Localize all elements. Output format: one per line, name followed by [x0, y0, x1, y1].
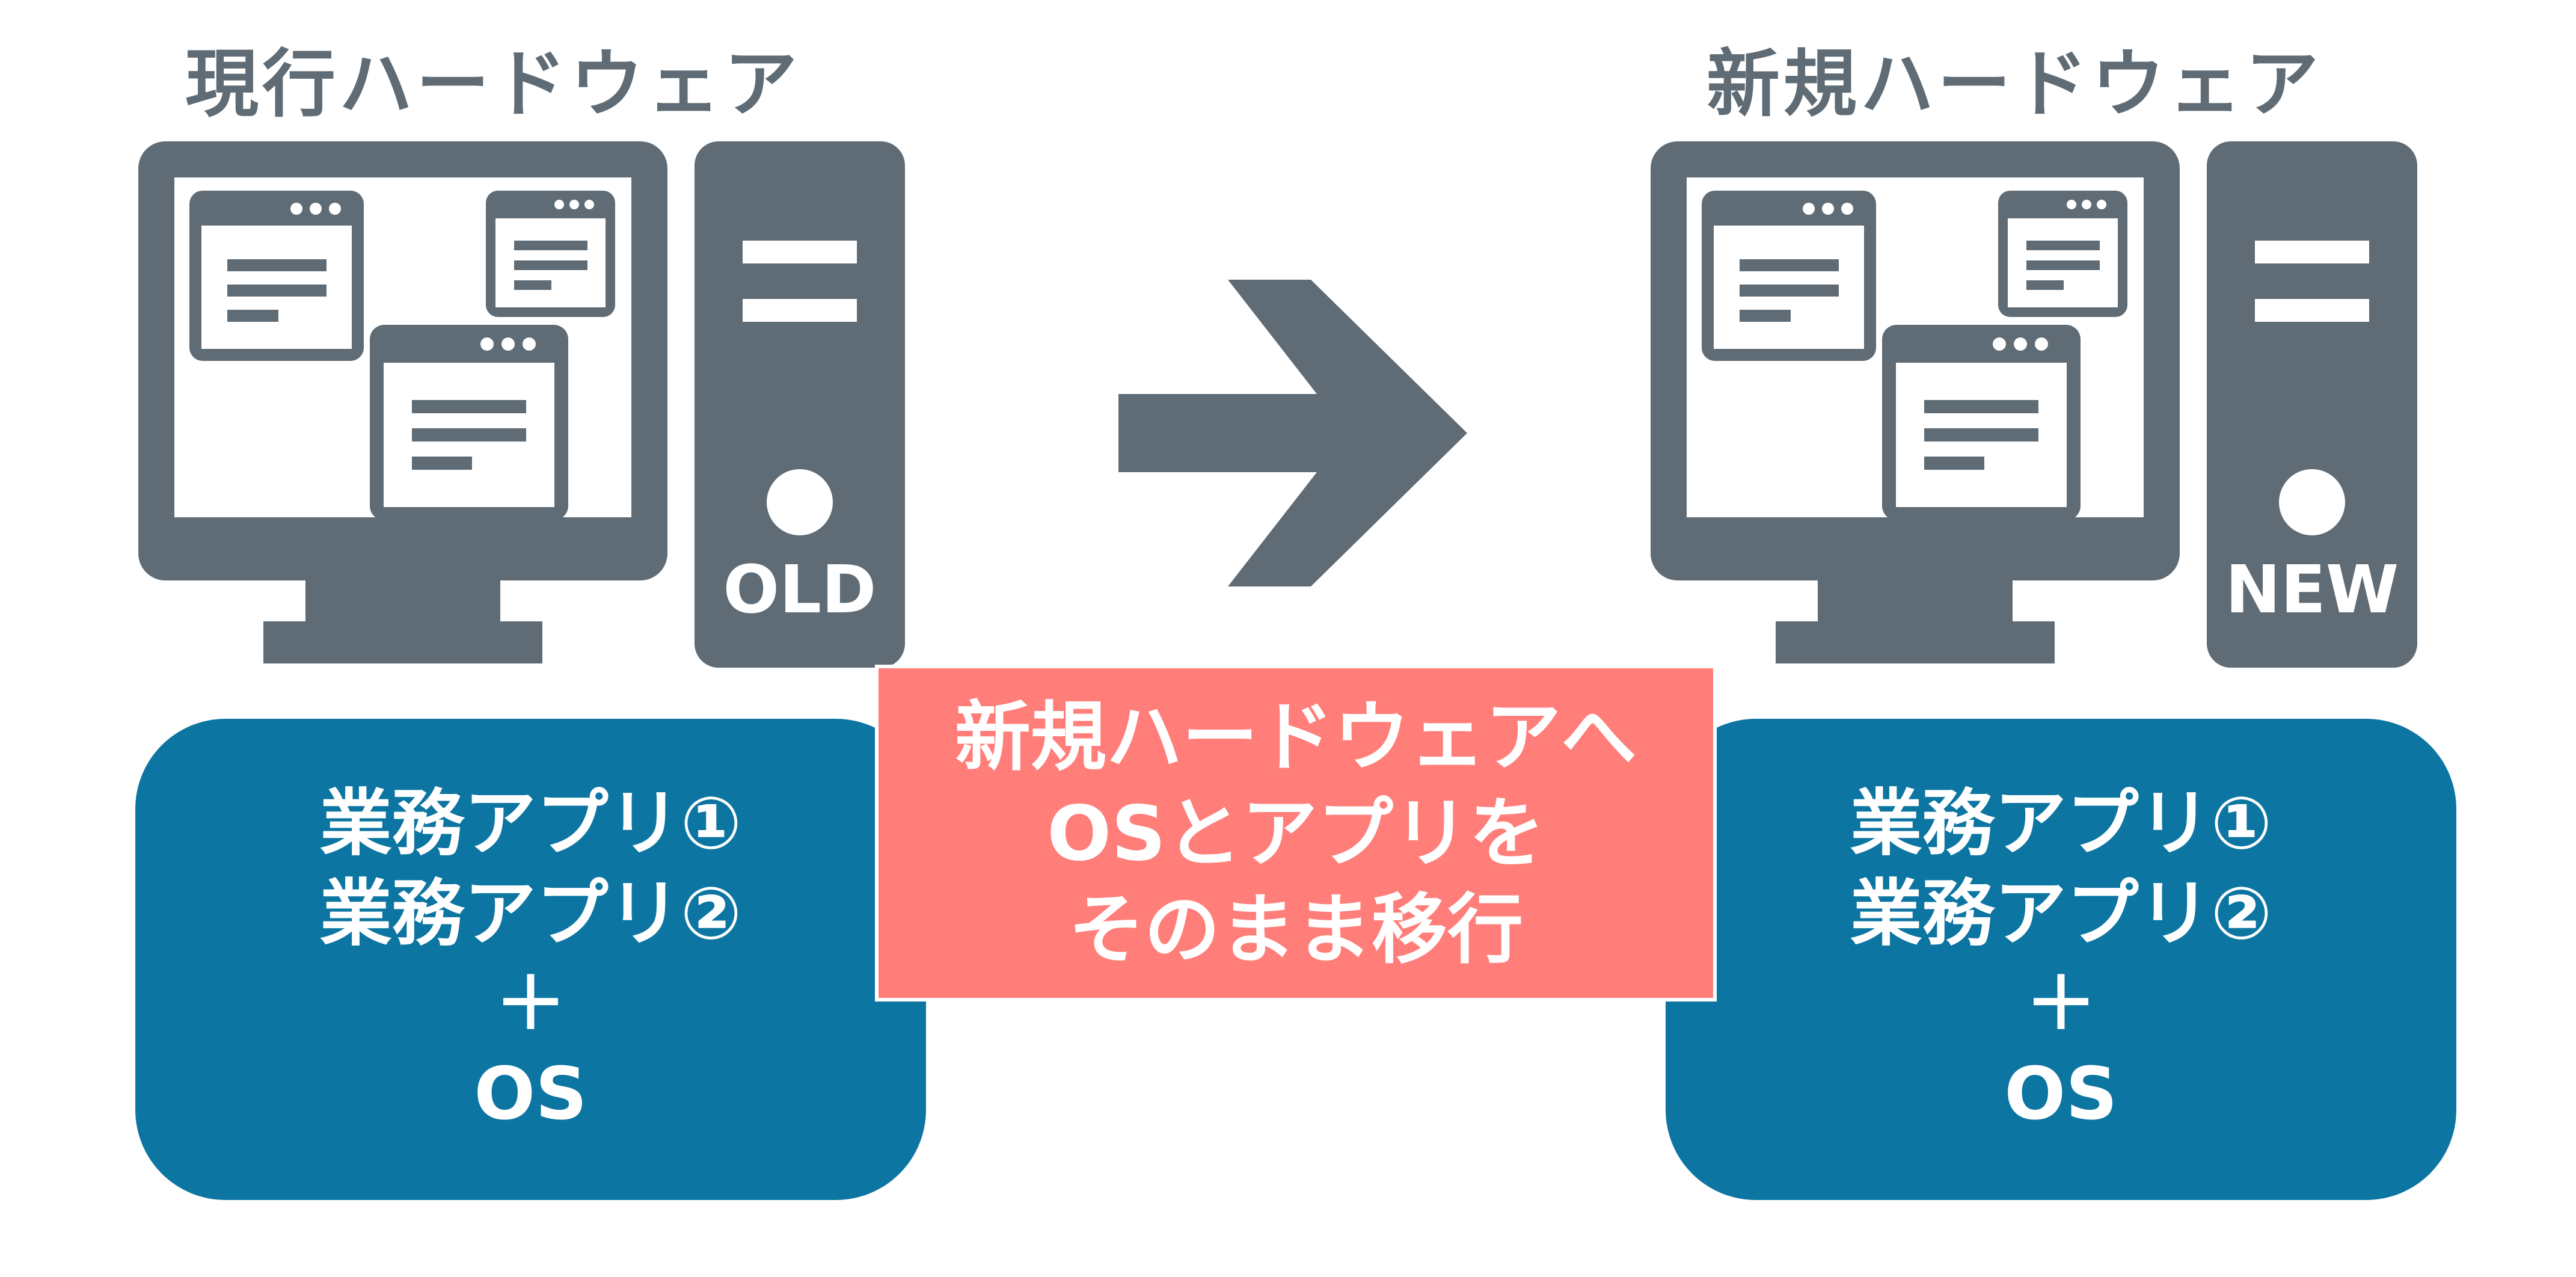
monitor-icon	[1651, 141, 2180, 663]
app-window-icon	[1882, 325, 2081, 520]
app-line-1: 業務アプリ①	[1850, 782, 2272, 866]
app-window-icon	[486, 191, 615, 317]
banner-line-3: そのまま移行	[1069, 885, 1523, 974]
new-pc-tower: NEW	[2207, 141, 2417, 668]
app-line-2: 業務アプリ②	[1850, 872, 2272, 956]
app-line-2: 業務アプリ②	[319, 872, 742, 956]
pc-tower-icon	[695, 141, 905, 668]
banner-line-2: OSとアプリを	[1047, 789, 1545, 878]
arrow-right-icon	[1118, 280, 1467, 586]
app-window-icon	[1998, 191, 2127, 317]
app-window-icon	[370, 325, 568, 520]
old-pc-tower: OLD	[695, 141, 905, 668]
current-apps-box: 業務アプリ① 業務アプリ② ＋ OS	[135, 719, 926, 1200]
os-label: OS	[474, 1053, 587, 1136]
app-line-1: 業務アプリ①	[319, 782, 742, 866]
app-window-icon	[1702, 191, 1876, 361]
old-label: OLD	[723, 551, 877, 628]
new-monitor	[1651, 141, 2180, 665]
pc-tower-icon	[2207, 141, 2417, 668]
new-hardware-title: 新規ハードウェア	[1707, 42, 2322, 127]
migration-banner: 新規ハードウェアへ OSとアプリを そのまま移行	[875, 665, 1717, 1002]
new-apps-box: 業務アプリ① 業務アプリ② ＋ OS	[1666, 719, 2456, 1200]
plus-sign: ＋	[2025, 962, 2097, 1046]
os-label: OS	[2004, 1053, 2118, 1136]
current-hardware-title: 現行ハードウェア	[185, 42, 801, 127]
banner-line-1: 新規ハードウェアへ	[955, 693, 1637, 781]
new-label: NEW	[2225, 551, 2399, 628]
current-monitor	[138, 141, 667, 665]
app-window-icon	[189, 191, 364, 361]
monitor-icon	[138, 141, 667, 663]
plus-sign: ＋	[494, 962, 567, 1046]
